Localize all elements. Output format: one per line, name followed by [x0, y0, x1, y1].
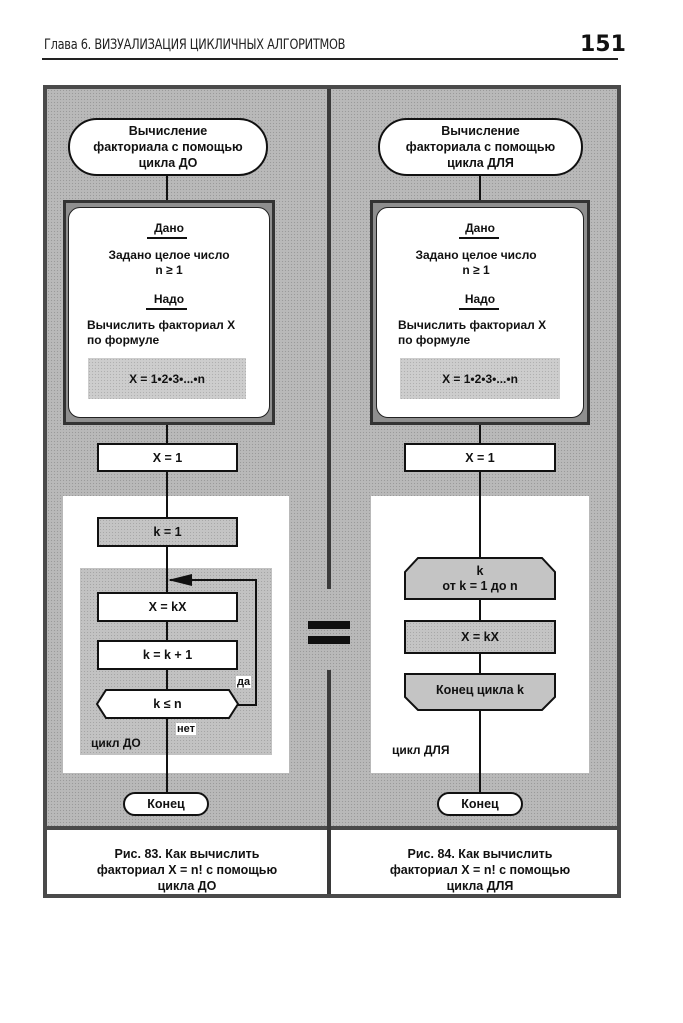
chapter-title: Глава 6. ВИЗУАЛИЗАЦИЯ ЦИКЛИЧНЫХ АЛГОРИТМ…	[44, 37, 346, 53]
center-divider-top	[327, 89, 331, 589]
end-terminator: Конец	[123, 792, 209, 816]
given-underline	[459, 237, 499, 239]
need-heading: Надо	[464, 292, 496, 306]
caption-divider	[327, 826, 331, 894]
connector	[479, 711, 481, 793]
no-label: нет	[176, 723, 197, 735]
loop-back-line	[255, 579, 257, 705]
caption-line: цикла ДО	[157, 879, 217, 893]
need-line: по формуле	[398, 333, 471, 347]
connector	[166, 719, 168, 793]
init-x-block: X = 1	[404, 443, 556, 472]
caption-line: Рис. 83. Как вычислить	[114, 847, 260, 861]
loop-back-arrow-icon	[168, 574, 192, 586]
caption-separator	[45, 826, 619, 831]
start-line: факториала с помощью	[93, 140, 243, 154]
given-line: Задано целое число	[108, 248, 230, 262]
connector	[166, 176, 168, 202]
caption-line: цикла ДЛЯ	[446, 879, 514, 893]
connector	[479, 600, 481, 621]
connector	[166, 670, 168, 691]
need-line: Вычислить факториал X	[398, 318, 547, 332]
caption-line: факториал X = n! с помощью	[389, 863, 571, 877]
loop-end-text: Конец цикла k	[435, 682, 525, 697]
loop-back-line	[170, 579, 257, 581]
loop-start-text: k от k = 1 до n	[404, 560, 556, 598]
connector	[479, 176, 481, 202]
condition-hexagon	[95, 689, 240, 719]
start-line: цикла ДЛЯ	[447, 156, 514, 170]
given-line: n ≥ 1	[155, 263, 183, 277]
header-rule	[42, 58, 618, 60]
init-x-block: X = 1	[97, 443, 238, 472]
increment-block: k = k + 1	[97, 640, 238, 670]
center-divider-bottom	[327, 670, 331, 830]
given-line: n ≥ 1	[462, 263, 490, 277]
start-terminator: Вычисление факториала с помощью цикла ДЛ…	[378, 118, 583, 176]
connector	[479, 425, 481, 443]
need-heading: Надо	[153, 292, 185, 306]
need-underline	[146, 308, 187, 310]
body-block: X = kX	[404, 620, 556, 654]
loop-variable: k	[476, 564, 484, 578]
end-terminator: Конец	[437, 792, 523, 816]
loop-range: от k = 1 до n	[442, 579, 518, 593]
formula-box: X = 1•2•3•...•n	[88, 358, 246, 399]
figure-caption-84: Рис. 84. Как вычислить факториал X = n! …	[345, 846, 615, 894]
figure-caption-83: Рис. 83. Как вычислить факториал X = n! …	[52, 846, 322, 894]
start-line: факториала с помощью	[405, 140, 556, 154]
connector	[479, 654, 481, 674]
given-heading: Дано	[465, 221, 495, 235]
need-line: по формуле	[87, 333, 160, 347]
start-line: цикла ДО	[138, 156, 198, 170]
given-underline	[147, 237, 187, 239]
caption-line: факториал X = n! с помощью	[96, 863, 278, 877]
equals-sign-bar-bottom	[308, 636, 350, 644]
caption-line: Рис. 84. Как вычислить	[407, 847, 553, 861]
yes-branch-line	[237, 704, 257, 706]
connector	[166, 425, 168, 443]
body-block: X = kX	[97, 592, 238, 622]
counter-init-block: k = 1	[97, 517, 238, 547]
start-line: Вычисление	[128, 124, 208, 138]
equals-sign-bar-top	[308, 621, 350, 629]
caption-area	[47, 830, 617, 894]
page-number: 151	[580, 32, 626, 57]
start-line: Вычисление	[441, 124, 520, 138]
loop-type-label: цикл ДО	[91, 736, 141, 750]
yes-label: да	[236, 676, 252, 688]
given-line: Задано целое число	[415, 248, 537, 262]
loop-end-block	[404, 673, 556, 711]
condition-text: k ≤ n	[153, 696, 182, 711]
connector	[479, 472, 481, 558]
start-terminator: Вычисление факториала с помощью цикла ДО	[68, 118, 268, 176]
connector	[166, 472, 168, 518]
loop-type-label: цикл ДЛЯ	[392, 743, 450, 757]
formula-box: X = 1•2•3•...•n	[400, 358, 560, 399]
need-underline	[459, 308, 499, 310]
need-line: Вычислить факториал X	[87, 318, 236, 332]
given-heading: Дано	[154, 221, 184, 235]
connector	[166, 622, 168, 641]
loop-start-block	[404, 557, 556, 600]
connector	[166, 547, 168, 593]
